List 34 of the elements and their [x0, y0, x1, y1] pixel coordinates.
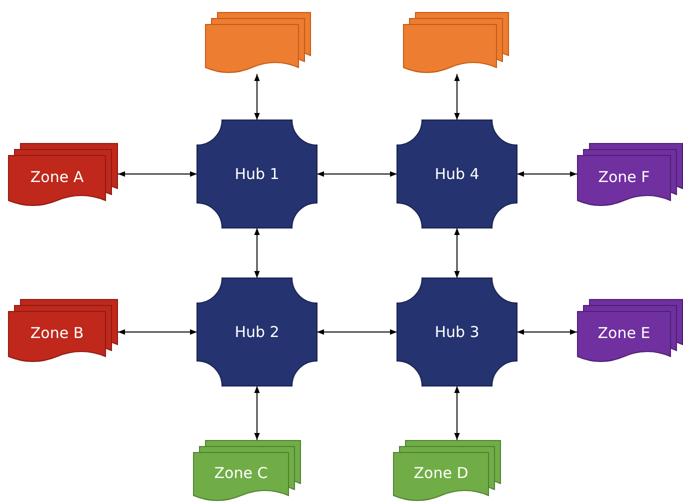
- multi-document-shape: [8, 299, 118, 363]
- connector-arrow: [516, 171, 578, 177]
- node-label: Zone B: [29, 323, 85, 344]
- multi-document-shape: [193, 440, 301, 502]
- multi-document-shape: [403, 12, 509, 74]
- connector-arrow: [118, 329, 198, 335]
- node-label: Hub 2: [234, 322, 280, 343]
- node-label: Zone D: [412, 463, 470, 484]
- multi-document-shape: [205, 12, 311, 74]
- connector-arrow: [516, 329, 578, 335]
- connector-arrow: [316, 329, 398, 335]
- hub-shape: [197, 120, 317, 228]
- node-label: Zone A: [29, 167, 85, 188]
- connector-arrow: [316, 171, 398, 177]
- multi-document-shape: [577, 143, 683, 207]
- node-label: Zone E: [596, 323, 652, 344]
- node-label: Hub 4: [434, 164, 480, 185]
- node-label: Zone F: [597, 167, 651, 188]
- multi-document-shape: [577, 299, 683, 363]
- hub-shape: [397, 278, 517, 386]
- connector-arrow: [454, 74, 460, 120]
- connector-arrow: [118, 171, 198, 177]
- multi-document-shape: [8, 143, 118, 207]
- hub-shape: [397, 120, 517, 228]
- connector-arrow: [454, 228, 460, 278]
- hub-shape: [197, 278, 317, 386]
- multi-document-shape: [393, 440, 501, 502]
- node-label: Zone C: [213, 463, 269, 484]
- node-label: Hub 3: [434, 322, 480, 343]
- connector-arrow: [254, 228, 260, 278]
- connector-arrow: [254, 74, 260, 120]
- node-label: Hub 1: [234, 164, 280, 185]
- connector-arrow: [254, 386, 260, 440]
- connector-arrow: [454, 386, 460, 440]
